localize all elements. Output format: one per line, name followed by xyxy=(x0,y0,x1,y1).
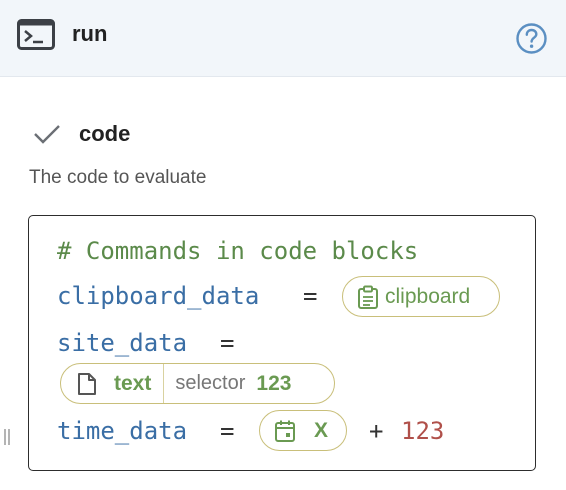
pill-divider xyxy=(163,364,165,403)
terminal-icon xyxy=(17,19,55,50)
clipboard-icon xyxy=(358,285,378,309)
document-icon xyxy=(78,372,96,395)
selector-value: 123 xyxy=(256,371,292,395)
code-comment: # Commands in code blocks xyxy=(57,237,419,265)
code-var-site: site_data xyxy=(57,329,188,357)
resize-handle-icon[interactable] xyxy=(3,428,11,446)
param-name: code xyxy=(79,121,131,146)
code-equals: = xyxy=(220,329,235,357)
code-var-time: time_data xyxy=(57,417,188,445)
clipboard-pill-label: clipboard xyxy=(385,284,471,308)
panel-header: run xyxy=(0,0,566,77)
time-pill[interactable]: X xyxy=(259,410,347,451)
code-var-clipboard: clipboard_data xyxy=(57,282,260,310)
calendar-icon xyxy=(275,420,295,442)
help-circle-icon[interactable] xyxy=(515,22,548,55)
selector-pill[interactable]: text selector 123 xyxy=(60,363,335,404)
code-editor[interactable]: # Commands in code blocks clipboard_data… xyxy=(28,215,536,471)
code-plus: + xyxy=(369,417,384,445)
clipboard-pill[interactable]: clipboard xyxy=(342,276,500,317)
time-pill-label: X xyxy=(314,418,329,442)
selector-label: selector xyxy=(175,372,246,394)
code-equals: = xyxy=(303,282,318,310)
selector-type: text xyxy=(114,371,152,395)
code-number: 123 xyxy=(401,417,445,445)
code-equals: = xyxy=(220,417,235,445)
param-description: The code to evaluate xyxy=(29,167,207,188)
check-icon xyxy=(34,125,60,144)
panel-title: run xyxy=(72,21,108,46)
